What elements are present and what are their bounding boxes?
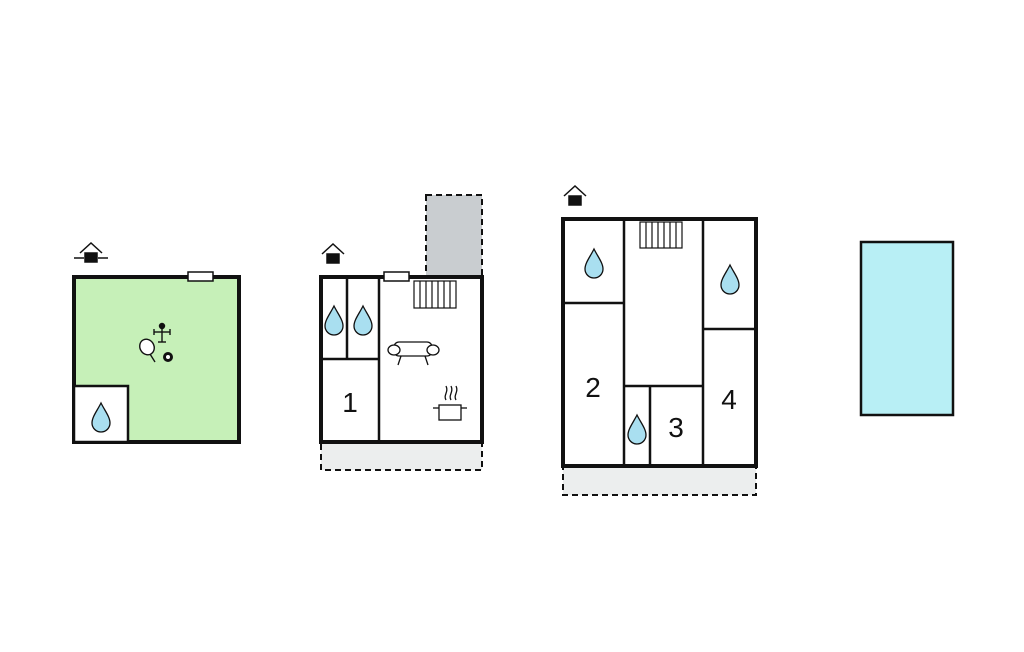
ground-floor-plan: 1 — [319, 194, 484, 471]
billiards-icon — [163, 352, 173, 362]
room-number-2: 2 — [585, 372, 601, 403]
sofa-icon — [387, 341, 440, 366]
window-marker — [187, 271, 214, 282]
first-floor-plan: 2 3 4 — [561, 184, 758, 496]
window-marker — [383, 271, 410, 282]
level-down-icon — [74, 241, 108, 263]
storage-annex — [425, 194, 483, 278]
level-ground-icon — [321, 242, 345, 264]
room-number-1: 1 — [342, 387, 358, 418]
room-number-4: 4 — [721, 384, 737, 415]
stairs-icon — [639, 221, 683, 249]
level-up-icon — [563, 184, 587, 206]
cooking-pot-icon — [433, 385, 467, 421]
activity-room-floor — [72, 275, 241, 444]
first-terrace — [562, 465, 757, 496]
basement-plan — [72, 241, 241, 444]
stairs-icon — [413, 280, 457, 309]
swimming-pool — [859, 240, 955, 417]
table-tennis-icon — [139, 338, 156, 363]
ground-terrace — [320, 441, 483, 471]
room-number-3: 3 — [668, 412, 684, 443]
table-football-icon — [153, 322, 171, 343]
